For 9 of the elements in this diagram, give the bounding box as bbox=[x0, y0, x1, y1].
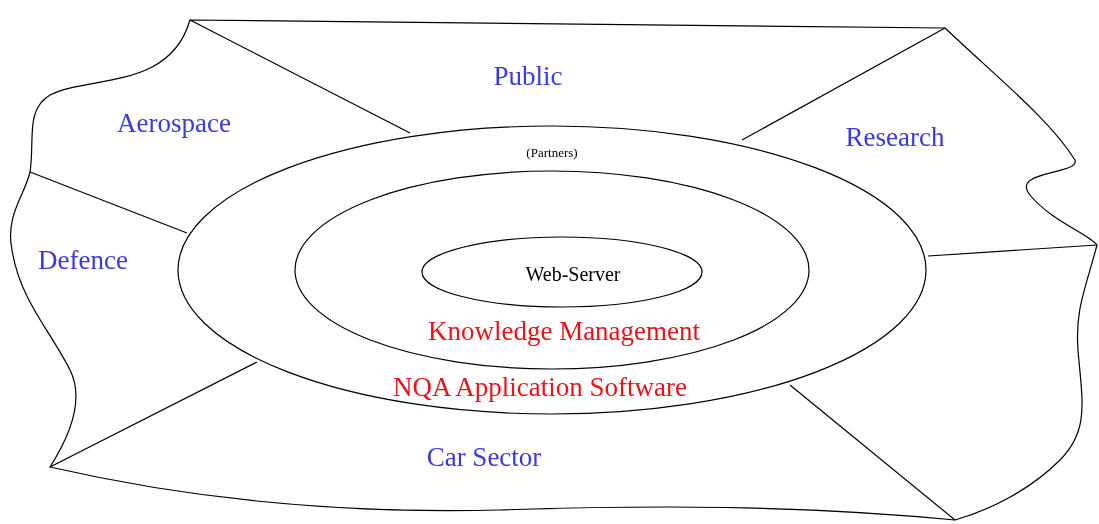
core-label: Web-Server bbox=[525, 262, 621, 286]
ring-caption: (Partners) bbox=[526, 145, 578, 161]
sector-label: Research bbox=[845, 121, 945, 153]
sector-label: Aerospace bbox=[117, 107, 231, 139]
sector-label: Public bbox=[493, 60, 563, 92]
ring-title: Knowledge Management bbox=[427, 315, 701, 347]
ring-title: NQA Application Software bbox=[393, 371, 687, 403]
sector-label: Defence bbox=[38, 244, 128, 276]
sector-label: Car Sector bbox=[426, 441, 542, 473]
